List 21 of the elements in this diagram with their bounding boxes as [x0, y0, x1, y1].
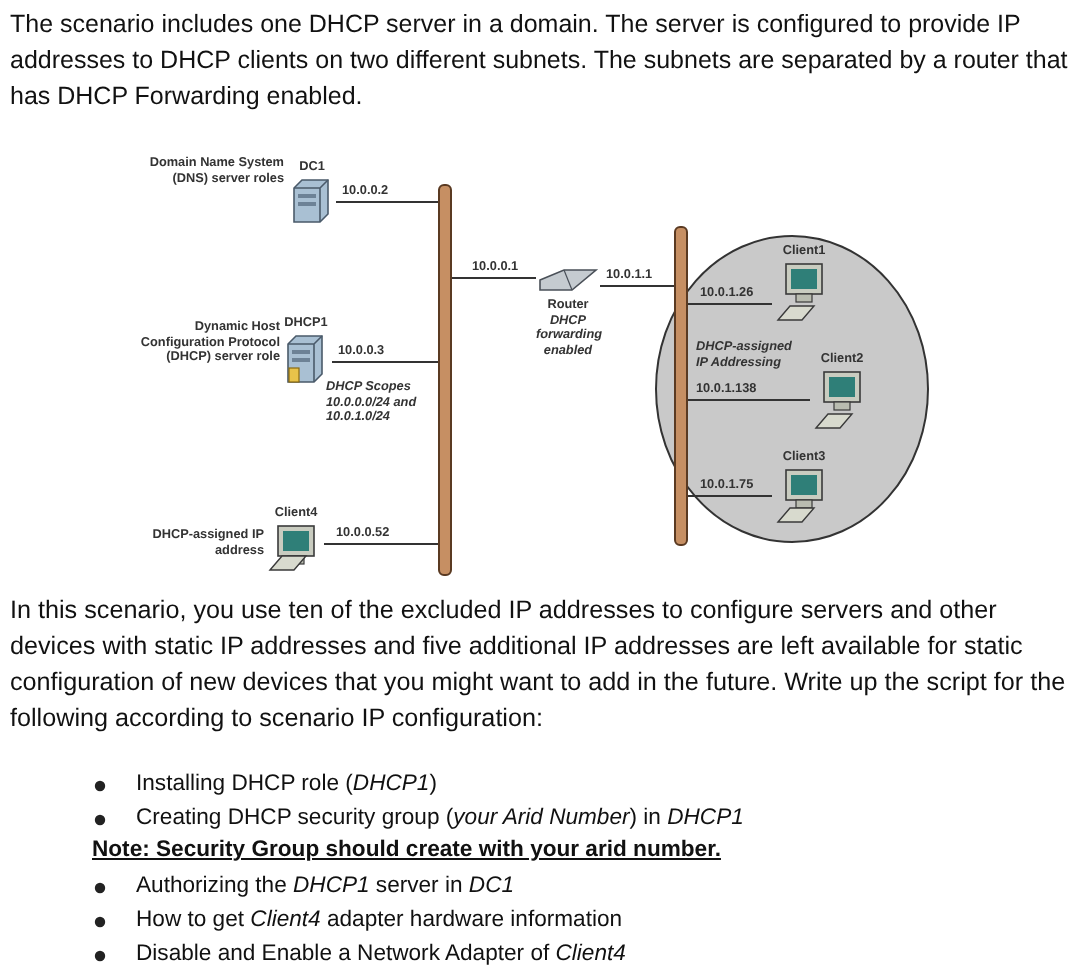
bullet-item-text: Installing DHCP role (DHCP1) — [136, 770, 437, 800]
network-link — [687, 495, 773, 497]
bullet-item-text: Disable and Enable a Network Adapter of Client4 — [136, 940, 626, 970]
network-link — [335, 201, 439, 203]
network-link — [687, 303, 773, 305]
network-link — [687, 399, 811, 401]
bullet-item-text: Authorizing the DHCP1 server in DC1 — [136, 872, 515, 902]
network-link — [323, 543, 439, 545]
network-backbone — [438, 184, 452, 576]
router-node — [536, 268, 600, 360]
network-link — [451, 277, 537, 279]
bullet-item-text: How to get Client4 adapter hardware information — [136, 906, 623, 936]
network-link — [331, 361, 439, 363]
subnet-ellipse — [654, 234, 930, 544]
paragraph-text: In this scenario, you use ten of the excluded IP addresses to configure servers and other devices with static IP addresses and five additional IP addresses are left available for static configuration of new devices that you might want to add in the future. Write up the script for the following according to scenario IP configuration: — [10, 594, 1068, 736]
bullet-item-text: Creating DHCP security group (your Arid Number) in DHCP1 — [136, 804, 744, 834]
client-node — [268, 506, 324, 574]
server-node — [280, 316, 332, 384]
network-link — [599, 285, 675, 287]
note-text: Note: Security Group should create with your arid number. — [92, 836, 721, 866]
paragraph-text: The scenario includes one DHCP server in a domain. The server is configured to provide IP addresses to DHCP clients on two different subnets. The subnets are separated by a router that has DHCP Forwarding enabled. — [10, 8, 1070, 114]
